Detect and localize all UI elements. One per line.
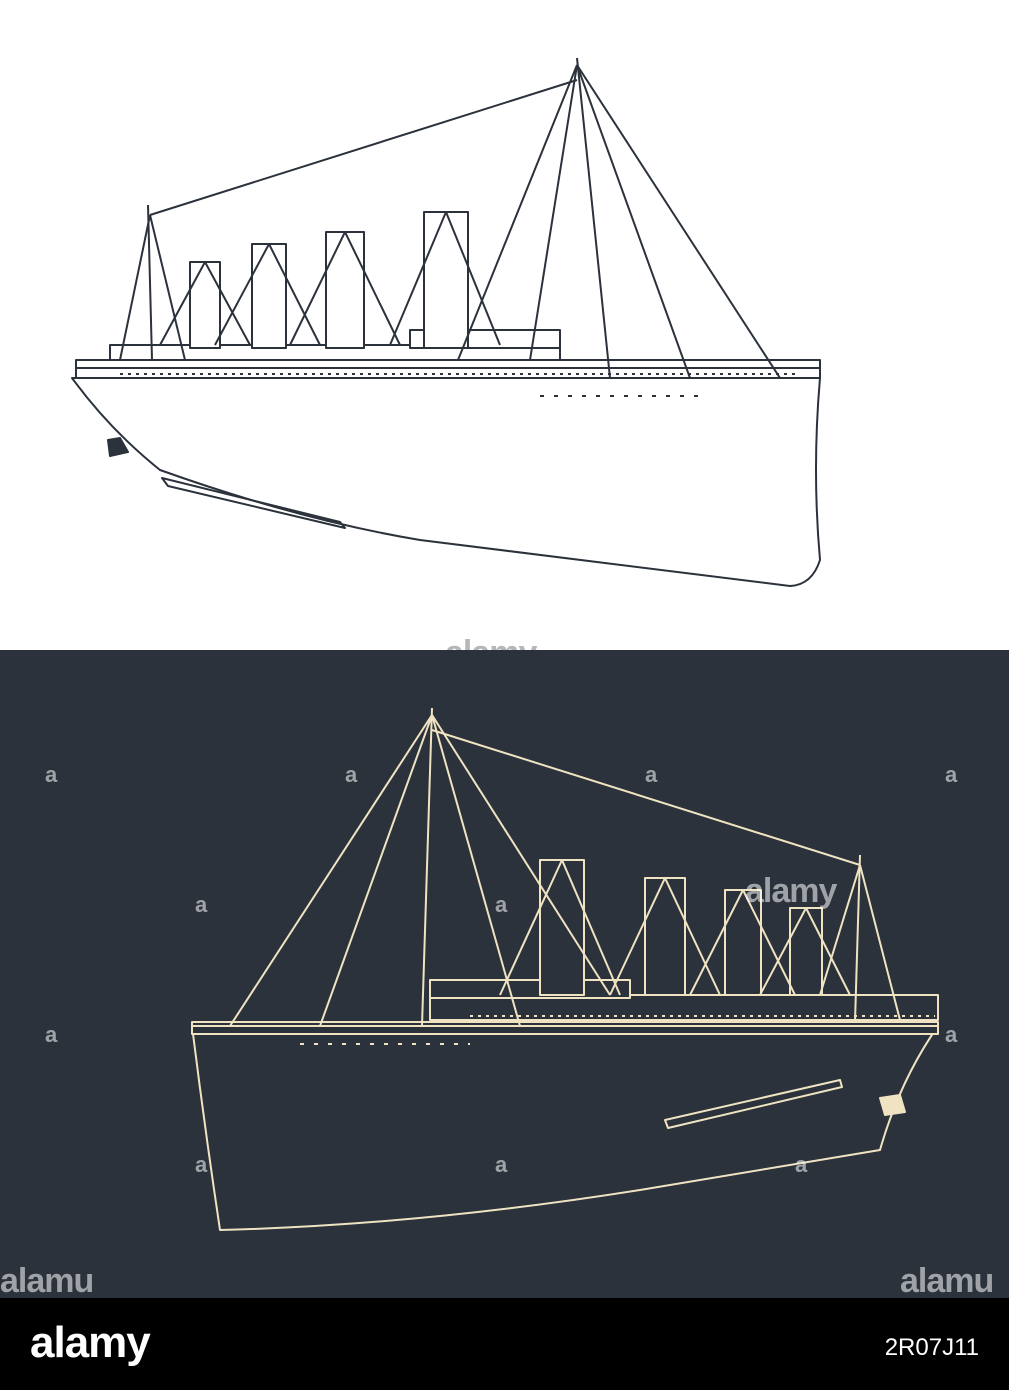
footer-bar (0, 1298, 1009, 1390)
watermark-glyph: a (795, 1152, 808, 1177)
bottom-drawing-panel: a a a a a a a a a a a alamy alamu alamu (0, 650, 1009, 1300)
ship-line-drawing-bottom (191, 707, 939, 1231)
watermark-text: alamu (900, 1262, 994, 1300)
watermark-glyph: a (945, 762, 958, 787)
watermark-glyph: a (945, 1022, 958, 1047)
footer-logo: alamy (30, 1318, 151, 1367)
watermark-text: alamy (745, 872, 837, 910)
image-id: 2R07J11 (884, 1334, 979, 1361)
watermark-glyph: a (495, 892, 508, 917)
top-drawing-panel: alamy (0, 0, 1009, 672)
watermark-glyph: a (45, 1022, 58, 1047)
watermark-glyph: a (195, 892, 208, 917)
ship-line-drawing-top (71, 57, 821, 587)
watermark-glyph: a (195, 1152, 208, 1177)
watermark-glyph: a (495, 1152, 508, 1177)
watermark-glyph: a (45, 762, 58, 787)
watermark-text: alamu (0, 1262, 94, 1300)
watermark-glyph: a (345, 762, 358, 787)
watermark-glyph: a (645, 762, 658, 787)
